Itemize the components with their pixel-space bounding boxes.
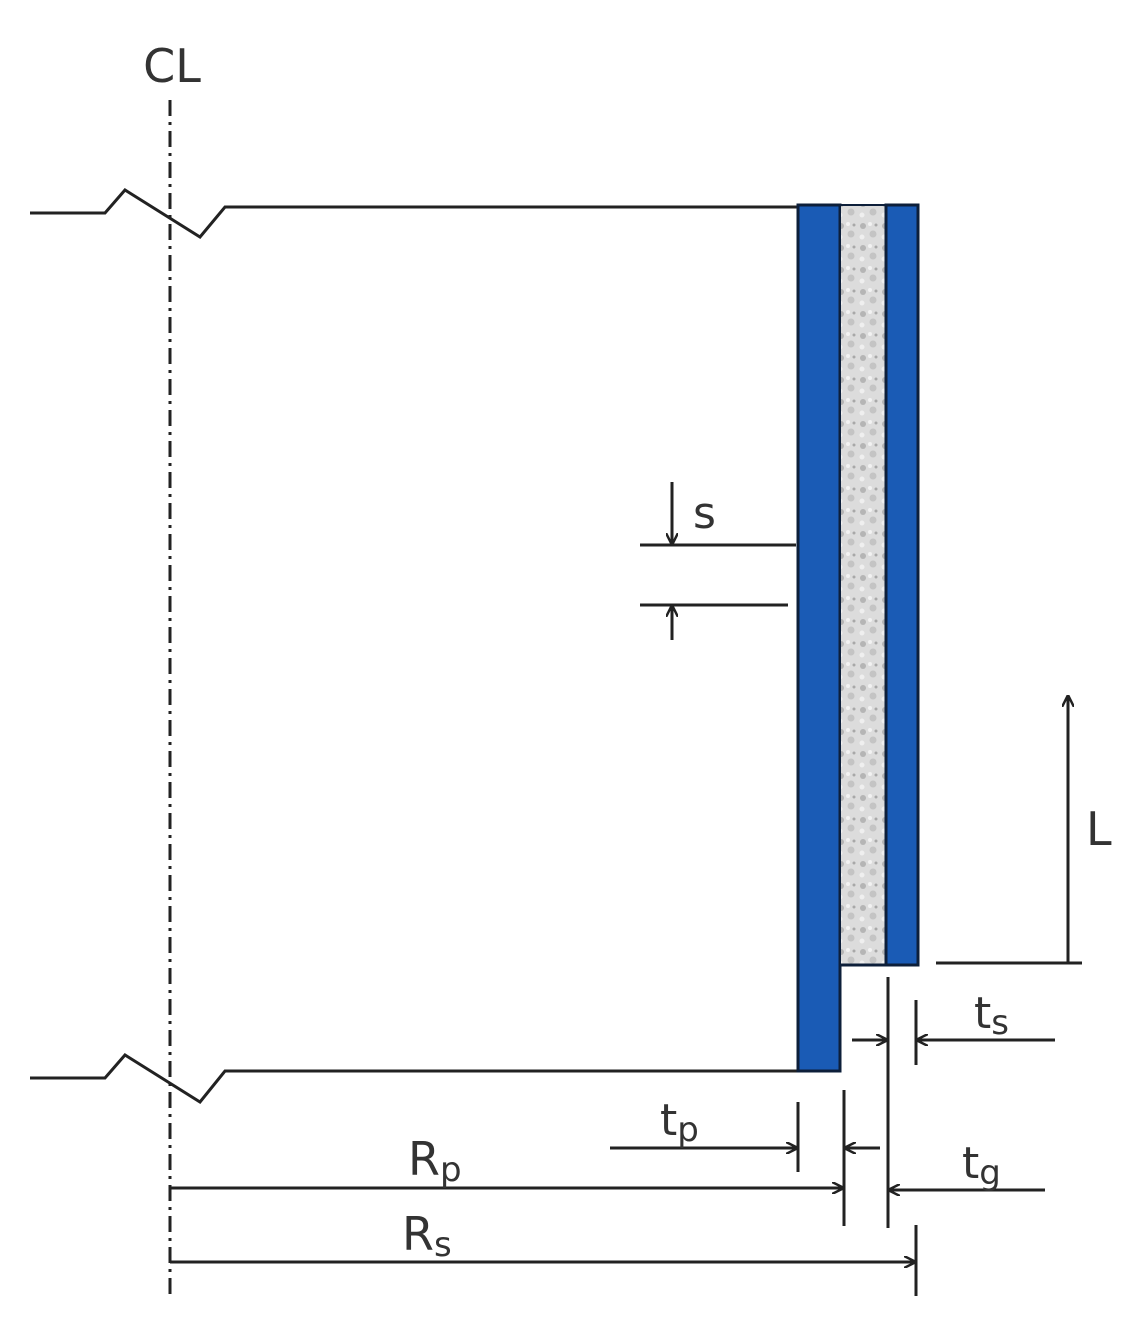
pipe-wall <box>796 203 842 1073</box>
length-label: L <box>1086 802 1112 856</box>
top-boundary-line <box>30 188 800 239</box>
shell-wall <box>884 203 920 967</box>
spacing-dimension: s <box>640 482 796 640</box>
shell-thickness-label: ts <box>974 988 1009 1043</box>
shell-radius-label: Rs <box>402 1207 452 1265</box>
shell-radius-dimension: Rs <box>170 1207 914 1265</box>
shell-thickness-dimension: ts <box>852 988 1055 1043</box>
pipe-thickness-dimension: tp <box>610 1095 880 1150</box>
pipe-radius-label: Rp <box>408 1132 462 1190</box>
grout-layer <box>839 204 887 966</box>
centerline-label: CL <box>143 39 201 93</box>
pipe-radius-dimension: Rp <box>170 1132 842 1190</box>
gap-thickness-label: tg <box>962 1138 1001 1193</box>
spacing-label: s <box>693 488 716 539</box>
pipe-thickness-label: tp <box>660 1095 699 1150</box>
bottom-boundary-line <box>30 1053 800 1104</box>
length-dimension: L <box>936 697 1112 965</box>
gap-thickness-dimension: tg <box>890 1138 1045 1193</box>
